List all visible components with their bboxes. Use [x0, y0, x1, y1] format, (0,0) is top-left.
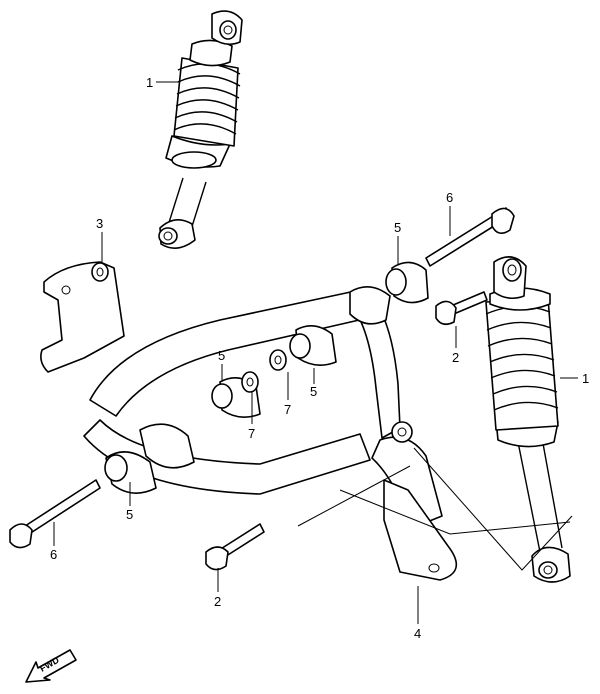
callout-5-mid: 5: [310, 384, 317, 399]
callout-1-upper: 1: [146, 75, 153, 90]
callout-5-center: 5: [218, 348, 225, 363]
leader-lines: [53, 81, 578, 624]
bolts-short: [205, 291, 488, 571]
callout-5-top-right: 5: [394, 220, 401, 235]
bracket-part-3: [40, 261, 125, 373]
callout-3: 3: [96, 216, 103, 231]
callout-labels: 1 1 2 2 3 4 5 5 5 5 6 6 7 7: [50, 75, 589, 641]
shock-absorber-upper: [158, 10, 243, 249]
callout-6-top: 6: [446, 190, 453, 205]
callout-2-bottom: 2: [214, 594, 221, 609]
callout-4: 4: [414, 626, 421, 641]
bolts-long: [9, 207, 515, 549]
callout-2-right: 2: [452, 350, 459, 365]
callout-1-right: 1: [582, 371, 589, 386]
callout-6-left: 6: [50, 547, 57, 562]
callout-7-right: 7: [284, 402, 291, 417]
swing-arm: [83, 289, 573, 581]
fwd-arrow-icon: FWD: [25, 649, 77, 683]
shock-absorber-right: [485, 256, 571, 583]
callout-5-left: 5: [126, 507, 133, 522]
collars: [241, 349, 287, 393]
callout-7-left: 7: [248, 426, 255, 441]
bushings: [104, 261, 429, 494]
